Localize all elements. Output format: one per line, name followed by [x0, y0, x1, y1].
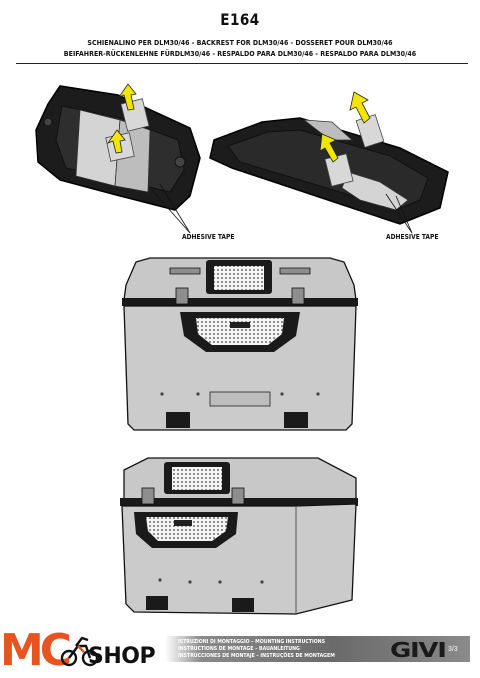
title-line-1: SCHIENALINO PER DLM30/46 - BACKREST FOR …	[87, 38, 393, 47]
top-case-perspective-view	[120, 457, 358, 615]
adhesive-tape-label-right: ADHESIVE TAPE	[386, 233, 439, 241]
motorcycle-icon	[60, 636, 99, 667]
document-footer: ISTRUZIONI DI MONTAGGIO – MOUNTING INSTR…	[0, 624, 480, 678]
header-rule	[16, 63, 468, 64]
assembly-illustrations	[35, 83, 449, 615]
leader-line-left	[151, 183, 191, 234]
title-line-2: BEIFAHRER-RÜCKENLEHNE FÜRDLM30/46 - RESP…	[63, 49, 417, 58]
adhesive-tape-label-left: ADHESIVE TAPE	[182, 233, 235, 241]
watermark-shop: SHOP	[88, 644, 156, 669]
footer-instructions-line-3: INSTRUCCIONES DE MONTAJE – INSTRUÇÕES DE…	[178, 653, 335, 659]
watermark-mc: MC	[0, 625, 72, 676]
footer-bar	[165, 636, 470, 662]
footer-instructions-line-1: ISTRUZIONI DI MONTAGGIO – MOUNTING INSTR…	[178, 639, 325, 645]
adhesive-tape-right	[324, 114, 385, 187]
top-case-rear-view	[122, 257, 358, 431]
arrow-up-icon	[319, 91, 371, 163]
product-code: E164	[220, 10, 260, 29]
page-number: 3/3	[448, 646, 458, 653]
arrow-up-icon	[106, 83, 137, 154]
footer-instructions-line-2: INSTRUCTIONS DE MONTAGE – BAUANLEITUNG	[178, 646, 300, 652]
leader-line-right	[385, 193, 413, 234]
givi-logo: GIVI	[390, 638, 447, 662]
